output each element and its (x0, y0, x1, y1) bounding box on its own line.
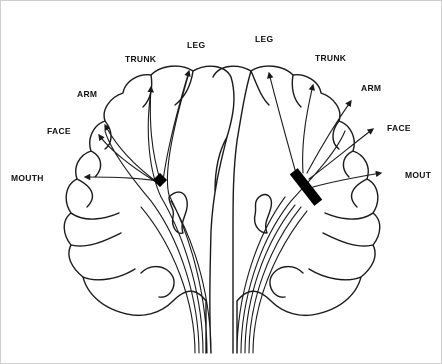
label-right-face: FACE (387, 123, 411, 133)
label-right-leg: LEG (255, 34, 273, 44)
label-right-mouth: MOUT (405, 170, 432, 180)
right-corticospinal-fibers (237, 73, 381, 353)
label-left-leg: LEG (187, 40, 205, 50)
label-right-trunk: TRUNK (315, 53, 347, 63)
label-left-trunk: TRUNK (125, 54, 157, 64)
label-left-mouth: MOUTH (11, 173, 44, 183)
right-hemisphere (213, 66, 380, 353)
label-left-face: FACE (47, 126, 71, 136)
label-left-arm: ARM (77, 89, 97, 99)
label-right-arm: ARM (361, 83, 381, 93)
right-lesion-marker (290, 168, 323, 206)
left-lesion-marker (153, 173, 167, 187)
